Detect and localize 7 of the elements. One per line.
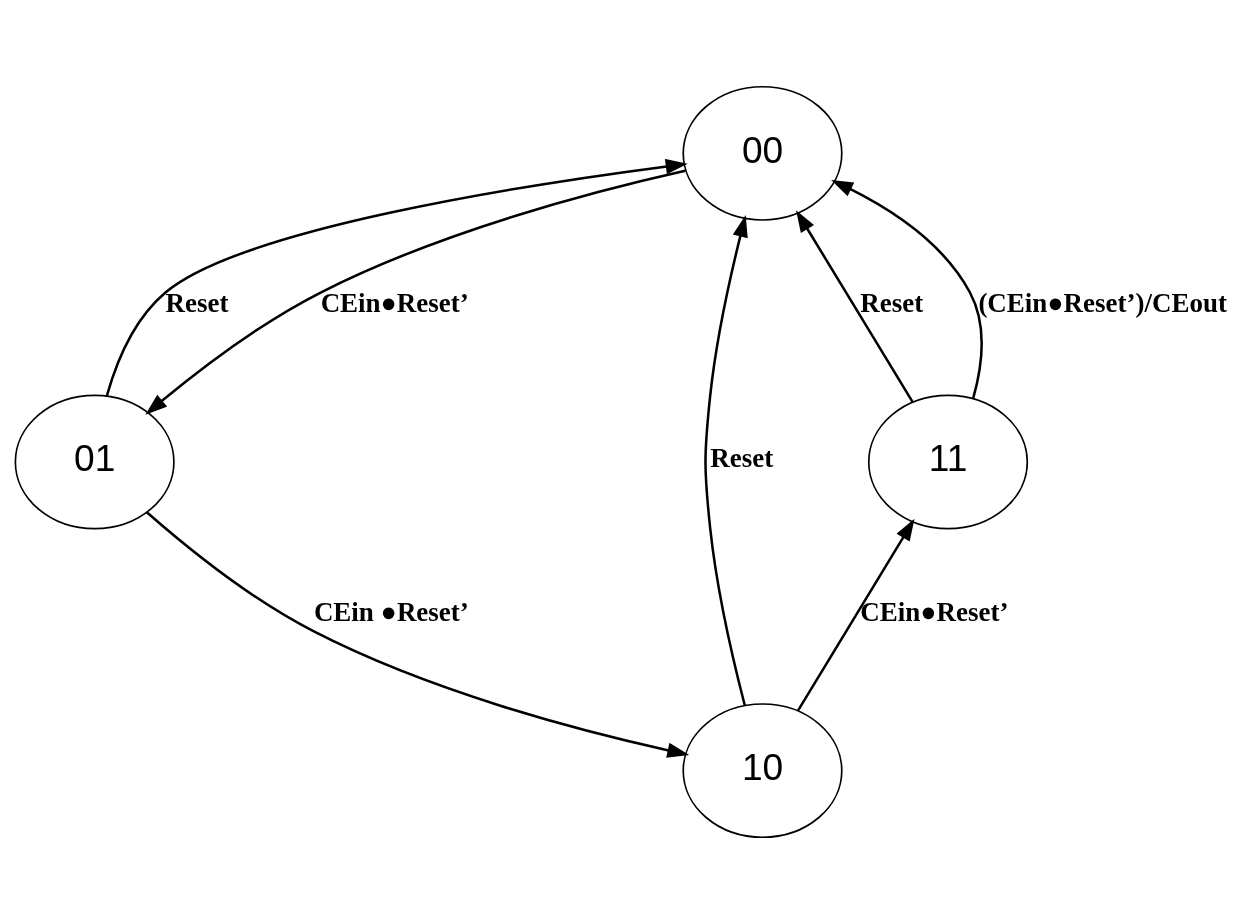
edge-label: CEin ●Reset’ (313, 597, 469, 628)
edge-label: CEin●Reset’ (860, 597, 1009, 628)
edge-label: Reset (860, 288, 924, 319)
edge-label: (CEin●Reset’)/CEout (978, 288, 1227, 319)
edge-label: Reset (710, 442, 774, 473)
edge-label: CEin●Reset’ (320, 288, 469, 319)
edge-label: Reset (165, 288, 229, 319)
